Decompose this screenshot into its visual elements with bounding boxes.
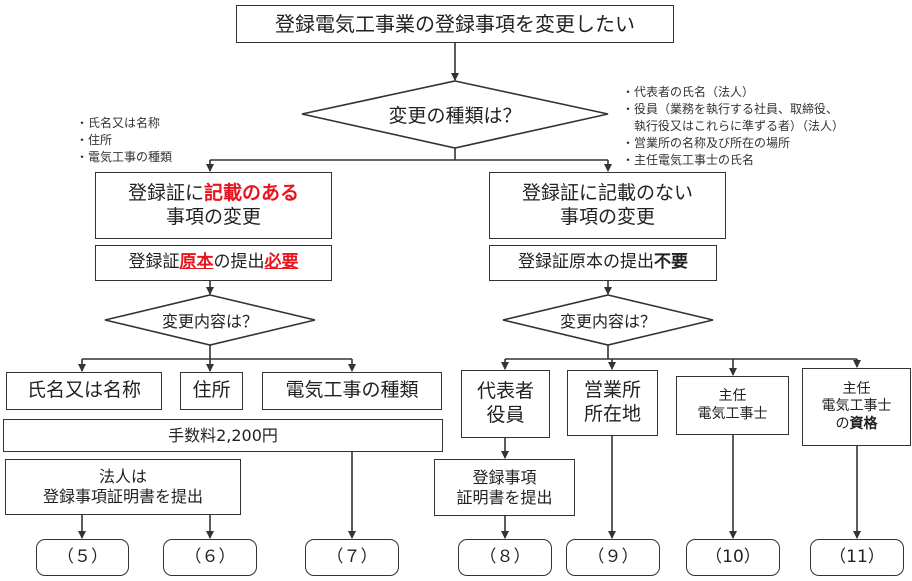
item-chief-electrician-line1: 主任 [718,388,747,404]
result-9: （９） [566,539,660,576]
item-work-type-text: 電気工事の種類 [285,379,419,402]
fee-box: 手数料2,200円 [3,419,443,452]
right-original-not-required-text: 登録証原本の提出不要 [518,252,688,273]
item-work-type-box: 電気工事の種類 [262,372,442,410]
fee-text: 手数料2,200円 [168,425,278,445]
note-right-item: ・営業所の名称及び所在の場所 [622,136,791,150]
item-representative-line1: 代表者 [476,380,534,403]
main-decision-text: 変更の種類は？ [388,105,522,127]
right-decision-text: 変更内容は？ [559,312,656,331]
right-branch-line2: 事項の変更 [559,205,655,228]
corp-certificate-line1: 法人は [98,467,147,486]
main-decision-label: 変更の種類は？ [302,81,608,148]
result-11: （11） [810,539,904,576]
left-branch-line2: 事項の変更 [165,205,261,228]
item-address-text: 住所 [192,379,231,402]
right-decision-diamond [502,294,714,346]
result-8-label: （８） [479,546,531,567]
item-representative-box: 代表者 役員 [461,370,550,438]
right-branch-box: 登録証に記載のない 事項の変更 [489,172,726,239]
notes-right: ・代表者の氏名（法人） ・役員（業務を執行する社員、取締役、 執行役又はこれらに… [622,84,844,169]
note-right-item: ・代表者の氏名（法人） [622,85,755,99]
left-decision-diamond [104,294,316,346]
note-left-item: ・電気工事の種類 [76,150,173,164]
result-7: （７） [305,539,399,576]
corp-certificate-line2: 登録事項証明書を提出 [42,487,203,506]
right-certificate-line1: 登録事項 [472,467,537,487]
result-11-label: （11） [829,546,885,567]
left-decision-label: 変更内容は？ [105,295,315,345]
item-office-box: 営業所 所在地 [567,370,658,436]
right-certificate-line2: 証明書を提出 [456,487,553,507]
left-original-required-box: 登録証原本の提出必要 [95,245,332,281]
note-left-item: ・氏名又は名称 [76,116,161,130]
item-chief-qualification-line3: の資格 [835,415,878,432]
result-6: （６） [163,539,257,576]
right-decision-label: 変更内容は？ [503,295,713,345]
result-10-label: （10） [705,546,761,567]
result-10: （10） [686,539,780,576]
item-chief-electrician-box: 主任 電気工事士 [676,376,789,435]
item-chief-qualification-box: 主任 電気工事士 の資格 [802,368,911,446]
left-decision-text: 変更内容は？ [161,312,258,331]
result-6-label: （６） [184,546,236,567]
left-branch-line1: 登録証に記載のある [127,181,300,204]
left-original-required-text: 登録証原本の提出必要 [128,252,299,273]
note-right-item: 執行役又はこれらに準ずる者）（法人） [622,119,845,133]
result-5: （５） [36,539,129,576]
result-7-label: （７） [326,546,378,567]
result-9-label: （９） [587,546,639,567]
title-text: 登録電気工事業の登録事項を変更したい [275,11,635,36]
result-8: （８） [458,539,552,576]
notes-left: ・氏名又は名称 ・住所 ・電気工事の種類 [76,115,172,166]
right-certificate-box: 登録事項 証明書を提出 [434,459,575,516]
item-chief-qualification-line1: 主任 [842,380,871,397]
item-chief-electrician-line2: 電気工事士 [697,405,768,422]
item-address-box: 住所 [180,372,243,410]
item-chief-qualification-line2: 電気工事士 [821,398,892,415]
item-name-box: 氏名又は名称 [6,372,162,410]
item-office-line2: 所在地 [583,403,641,425]
item-office-line1: 営業所 [583,379,641,402]
main-decision-diamond [301,80,609,149]
item-representative-line2: 役員 [486,404,525,426]
right-original-not-required-box: 登録証原本の提出不要 [489,245,717,281]
note-right-item: ・役員（業務を執行する社員、取締役、 [622,102,839,116]
left-branch-box: 登録証に記載のある 事項の変更 [95,172,332,239]
note-right-item: ・主任電気工事士の氏名 [622,153,755,167]
note-left-item: ・住所 [76,133,113,147]
corp-certificate-box: 法人は 登録事項証明書を提出 [5,459,241,515]
result-5-label: （５） [57,546,108,567]
item-name-text: 氏名又は名称 [26,379,141,402]
right-branch-line1: 登録証に記載のない [521,181,693,204]
title-box: 登録電気工事業の登録事項を変更したい [236,5,674,43]
